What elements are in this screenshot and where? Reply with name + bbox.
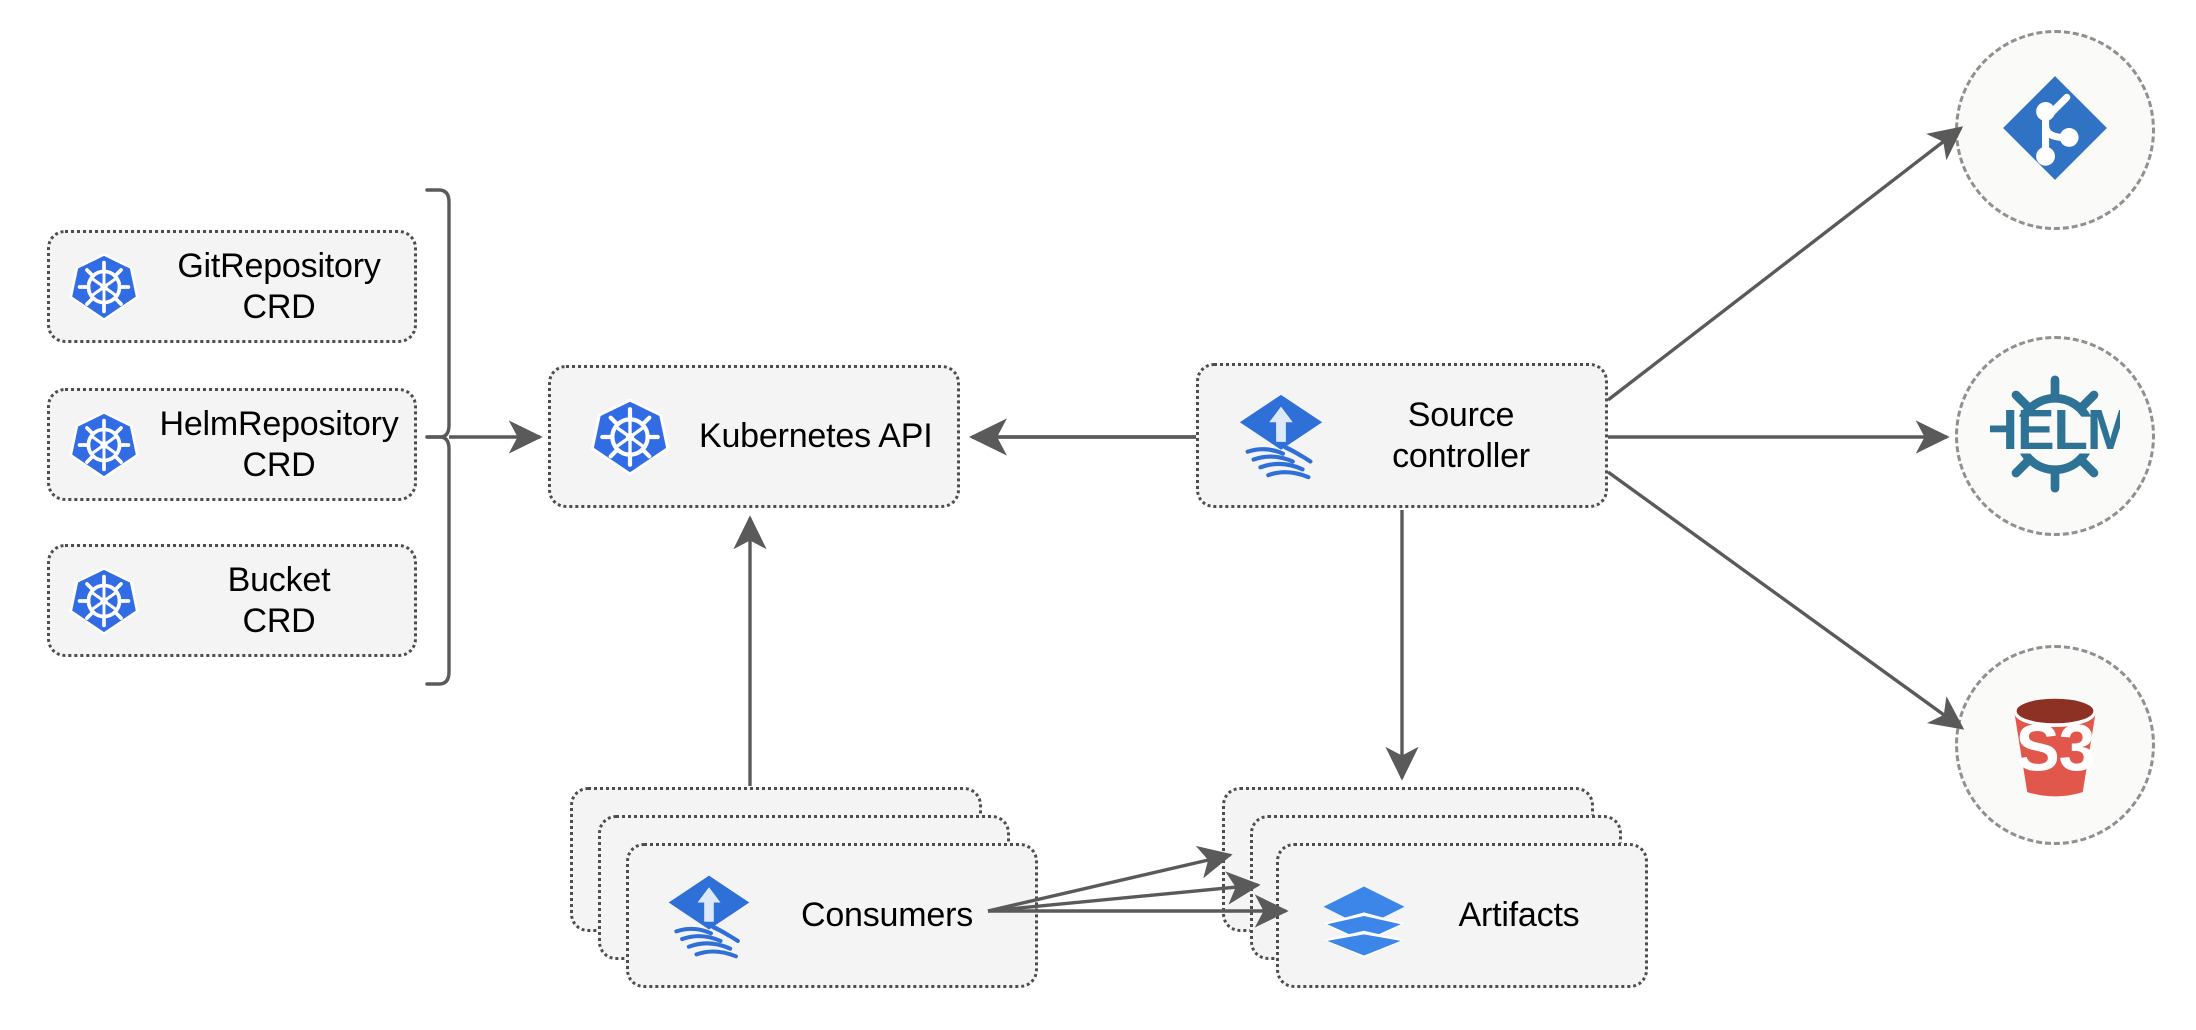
node-artifacts[interactable]: Artifacts: [1276, 843, 1648, 988]
source-circle-helm[interactable]: HELM: [1955, 336, 2155, 536]
node-kubernetes-api[interactable]: Kubernetes API: [548, 365, 960, 508]
helm-icon: HELM: [1977, 369, 2134, 504]
node-consumers[interactable]: Consumers: [626, 843, 1038, 988]
crd-group-bracket: [425, 188, 451, 686]
connector-source-controller-to-git: [1606, 126, 1964, 402]
kubernetes-icon: [50, 250, 158, 324]
node-label: Consumers: [800, 896, 974, 935]
s3-bucket-icon: S3: [1991, 679, 2119, 812]
node-source-controller[interactable]: Source controller: [1196, 363, 1608, 508]
layers-icon: [1309, 870, 1419, 962]
node-label: GitRepository CRD: [177, 247, 381, 326]
source-circle-s3[interactable]: S3: [1955, 645, 2155, 845]
source-circle-git[interactable]: [1955, 30, 2155, 230]
node-bucket-crd[interactable]: Bucket CRD: [47, 544, 417, 657]
helm-label: HELM: [1990, 398, 2120, 461]
kubernetes-icon: [50, 564, 158, 638]
node-label: Source controller: [1392, 396, 1530, 475]
connector-source-controller-to-s3: [1607, 470, 1965, 730]
kubernetes-icon: [50, 408, 158, 482]
git-icon: [1996, 69, 2114, 192]
node-gitrepository-crd[interactable]: GitRepository CRD: [47, 230, 417, 343]
node-label: Kubernetes API: [699, 417, 933, 456]
node-label: Bucket CRD: [227, 561, 331, 640]
s3-label: S3: [2016, 711, 2095, 785]
node-label: HelmRepository CRD: [159, 405, 399, 484]
kubernetes-icon: [577, 395, 683, 479]
flux-icon: [1223, 387, 1339, 485]
flux-icon: [653, 868, 765, 964]
node-label: Artifacts: [1458, 896, 1580, 935]
node-helmrepository-crd[interactable]: HelmRepository CRD: [47, 388, 417, 501]
